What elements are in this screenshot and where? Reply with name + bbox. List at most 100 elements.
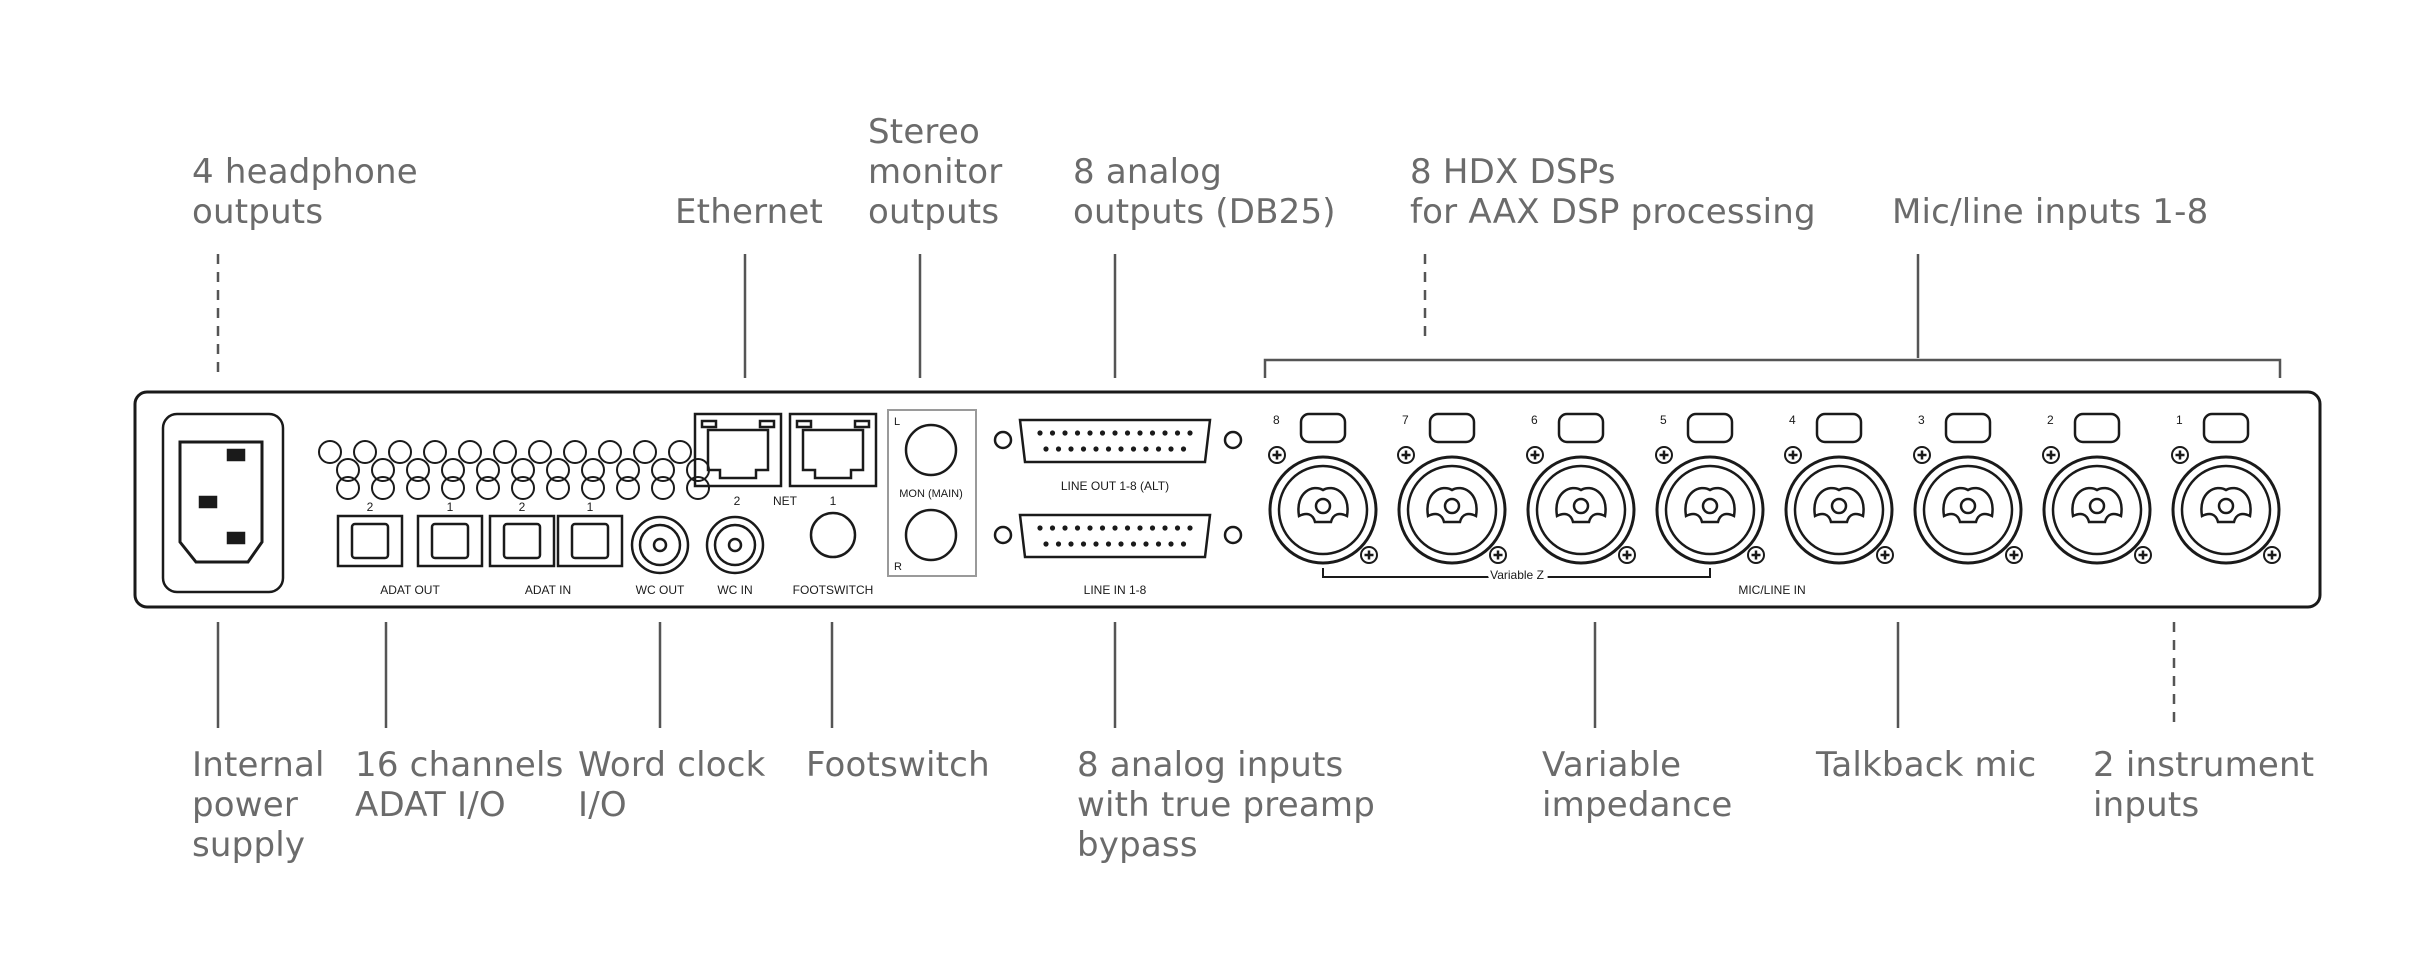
vent-hole	[528, 440, 552, 464]
adat-out-label: ADAT OUT	[380, 583, 440, 597]
net-port-number: 2	[734, 494, 741, 508]
adat-out-port-2	[336, 514, 404, 568]
db25-pin	[1043, 446, 1049, 452]
net-port-2	[693, 412, 783, 488]
vent-hole	[336, 458, 360, 482]
line-in-label: LINE IN 1-8	[1084, 583, 1147, 597]
footswitch-label: FOOTSWITCH	[793, 583, 874, 597]
vent-hole	[616, 458, 640, 482]
db25-pin	[1087, 525, 1093, 531]
adat-port-number: 1	[447, 500, 454, 514]
vent-hole	[493, 440, 517, 464]
vent-hole	[476, 458, 500, 482]
db25-pin	[1049, 525, 1056, 531]
db25-pin	[1037, 430, 1043, 436]
db25-pin	[1099, 430, 1106, 436]
db25-pin	[1174, 430, 1181, 436]
power-inlet	[161, 412, 285, 594]
db25-pin	[1037, 525, 1043, 531]
adat-port-number: 2	[367, 500, 374, 514]
vent-hole	[563, 440, 587, 464]
wc-in-label: WC IN	[717, 583, 752, 597]
vent-hole	[686, 476, 710, 500]
vent-hole	[511, 476, 535, 500]
db25-pin	[1080, 541, 1087, 547]
bracket-mic-line-inputs	[1263, 358, 2282, 378]
vent-hole	[388, 440, 412, 464]
line-out-label: LINE OUT 1-8 (ALT)	[1061, 479, 1169, 493]
xlr-combo-jack: 7	[1397, 412, 1507, 565]
db25-pin	[1093, 446, 1099, 452]
adat-in-port-1	[556, 514, 624, 568]
ethernet-ports	[693, 412, 878, 488]
db25-connectors	[993, 418, 1243, 559]
net-port-1	[788, 412, 878, 488]
vent-hole	[371, 458, 395, 482]
callout-analog-inputs: 8 analog inputs with true preamp bypass	[1077, 745, 1375, 865]
vent-hole	[353, 440, 377, 464]
channel-number: 5	[1660, 413, 1667, 427]
db25-pin	[1099, 525, 1106, 531]
db25-pin	[1180, 541, 1187, 547]
net-label: NET	[773, 494, 798, 508]
db25-pin	[1124, 430, 1131, 436]
vent-hole	[318, 440, 342, 464]
vent-hole	[336, 476, 360, 500]
monitor-outputs	[887, 409, 977, 577]
db25-pin	[1168, 446, 1174, 452]
wc-out-port	[630, 515, 690, 575]
db25-line-in	[1018, 513, 1212, 559]
net-port-number: 1	[830, 494, 837, 508]
callout-adat-io: 16 channels ADAT I/O	[355, 745, 564, 825]
db25-pin	[1137, 430, 1143, 436]
callout-word-clock: Word clock I/O	[578, 745, 766, 825]
db25-pin	[1062, 430, 1068, 436]
db25-pin	[1149, 430, 1156, 436]
db25-pin	[1187, 525, 1193, 531]
wc-in-port	[705, 515, 765, 575]
db25-pin	[1155, 541, 1162, 547]
mic-line-in-label: MIC/LINE IN	[1738, 583, 1805, 597]
vent-hole	[423, 440, 447, 464]
channel-number: 4	[1789, 413, 1796, 427]
vent-hole	[581, 476, 605, 500]
vent-hole	[651, 458, 675, 482]
channel-number: 1	[2176, 413, 2183, 427]
mon-main-label: MON (MAIN)	[899, 488, 963, 500]
db25-pin	[1137, 525, 1143, 531]
vent-hole	[668, 440, 692, 464]
db25-pin	[1062, 525, 1068, 531]
db25-pin	[1055, 446, 1062, 452]
adat-out-port-1	[416, 514, 484, 568]
footswitch-jack	[809, 511, 857, 559]
vent-hole	[546, 476, 570, 500]
db25-pin	[1074, 430, 1081, 436]
db25-line-out	[1018, 418, 1212, 464]
xlr-combo-jack: 5	[1655, 412, 1765, 565]
vent-hole	[581, 458, 605, 482]
xlr-combo-jack: 6	[1526, 412, 1636, 565]
db25-pin	[1118, 541, 1124, 547]
vent-hole	[651, 476, 675, 500]
db25-pin	[1080, 446, 1087, 452]
db25-pin	[1143, 541, 1149, 547]
callout-stereo-monitor-outputs: Stereo monitor outputs	[868, 112, 1003, 232]
callout-analog-outputs: 8 analog outputs (DB25)	[1073, 152, 1336, 232]
variable-z-label: Variable Z	[1490, 568, 1544, 582]
db25-pin	[1162, 525, 1168, 531]
adat-in-port-2	[488, 514, 556, 568]
vent-hole	[458, 440, 482, 464]
channel-number: 8	[1273, 413, 1280, 427]
callout-hdx-dsps: 8 HDX DSPs for AAX DSP processing	[1410, 152, 1816, 232]
callout-footswitch: Footswitch	[806, 745, 990, 785]
db25-pin	[1143, 446, 1149, 452]
vent-hole	[371, 476, 395, 500]
vent-hole	[441, 476, 465, 500]
xlr-combo-jack: 2	[2042, 412, 2152, 565]
channel-number: 2	[2047, 413, 2054, 427]
variable-z-bracket	[1322, 568, 1711, 578]
vent-holes	[318, 440, 710, 500]
